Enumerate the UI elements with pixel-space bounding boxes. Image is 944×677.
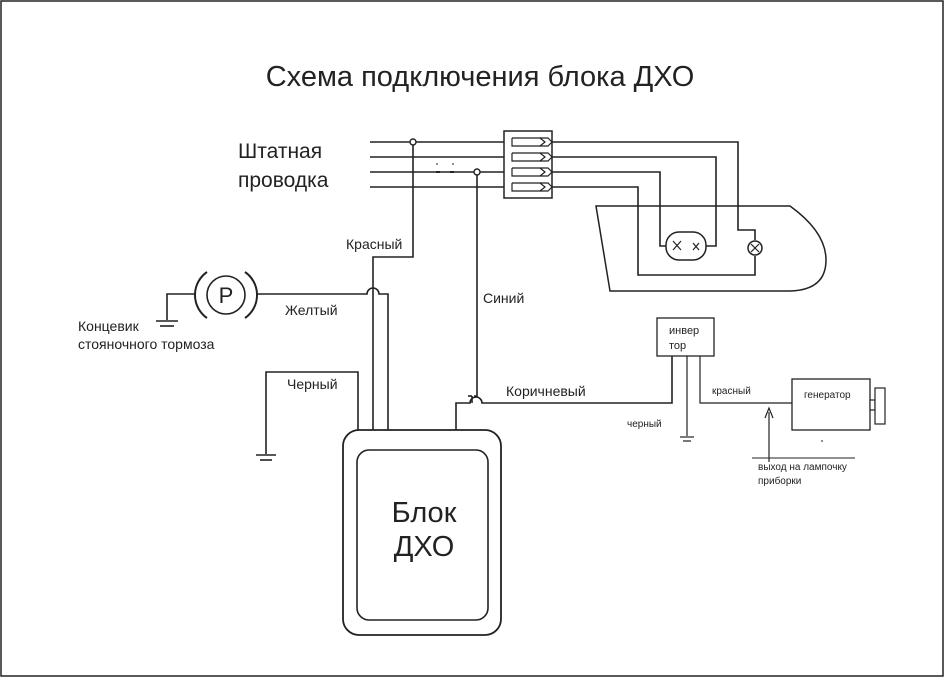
lamp-output-label-line1: выход на лампочку (758, 462, 847, 473)
switch-ground-icon (156, 320, 178, 327)
generator-label: генератор (804, 390, 851, 401)
harness-wires (370, 141, 512, 188)
harness-label-line2: проводка (238, 169, 329, 192)
parking-switch-label-line2: стояночного тормоза (78, 336, 215, 352)
parking-switch-symbol: P (219, 283, 234, 308)
inverter-label-line2: тор (669, 340, 686, 352)
headlight-housing (595, 205, 827, 292)
black-wire (265, 371, 359, 454)
headlight-wires (552, 141, 756, 276)
headlight-bulb-icon (665, 231, 707, 261)
black-wire-label: Черный (287, 376, 338, 392)
drl-unit-label-line2: ДХО (394, 531, 455, 563)
yellow-wire (256, 287, 389, 430)
ground-icon (256, 454, 276, 461)
lamp-output-arrow (752, 406, 855, 462)
brown-wire (455, 356, 673, 430)
inverter-ground-icon (680, 436, 694, 442)
parking-lamp-icon (747, 240, 763, 256)
red-wire-label: Красный (346, 236, 402, 252)
blue-wire-label: Синий (483, 290, 524, 306)
drl-unit: Блок ДХО (342, 429, 502, 636)
inverter-red-wire (699, 356, 792, 404)
generator: генератор (791, 378, 886, 442)
harness-label-line1: Штатная (238, 140, 322, 163)
switch-ground-wire (166, 293, 196, 320)
red-wire (372, 145, 414, 430)
inverter-box: инвер тор (656, 317, 715, 357)
parking-brake-switch: P (194, 271, 258, 319)
inverter-red-label: красный (712, 386, 751, 397)
parking-switch-label-line1: Концевик (78, 318, 140, 334)
inverter-label-line1: инвер (669, 325, 699, 337)
diagram-title: Схема подключения блока ДХО (266, 61, 695, 93)
lamp-output-label-line2: приборки (758, 475, 801, 487)
blue-wire (474, 175, 478, 397)
connector-block (503, 130, 553, 199)
yellow-wire-label: Желтый (285, 302, 338, 318)
drl-unit-label-line1: Блок (392, 497, 457, 529)
brown-wire-label: Коричневый (506, 383, 586, 399)
inverter-black-label: черный (627, 419, 662, 430)
